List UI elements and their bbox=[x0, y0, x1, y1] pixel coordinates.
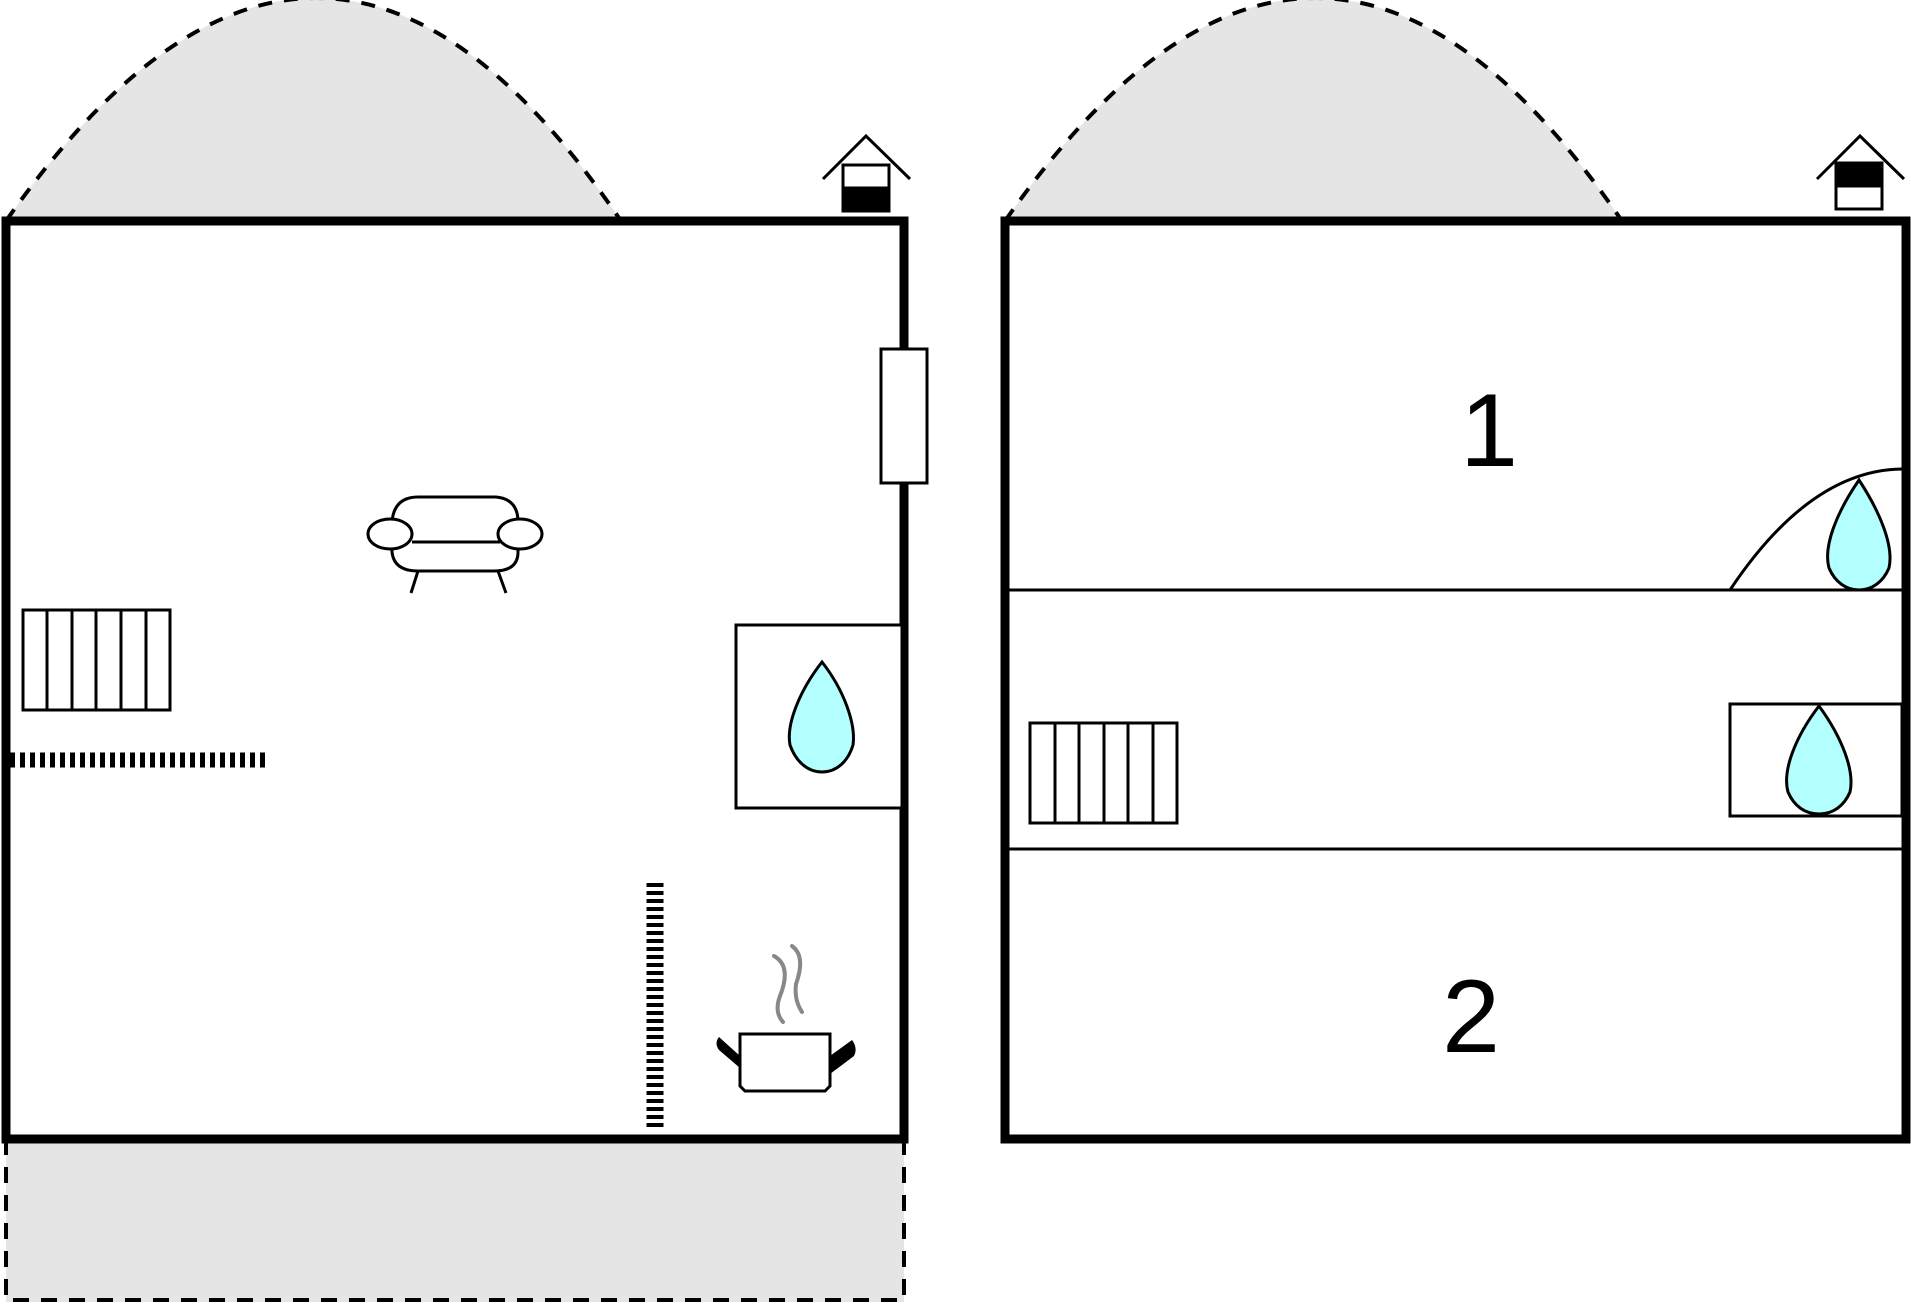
door-arc bbox=[1728, 467, 1903, 591]
house-floor-indicator-icon bbox=[1815, 133, 1906, 211]
house-floor-indicator-icon bbox=[821, 133, 912, 213]
outdoor-area-top-left bbox=[6, 0, 621, 221]
floor-plan-left bbox=[1, 0, 929, 1302]
outdoor-area-top-left-outline bbox=[4, 0, 623, 223]
floor-plan-right: 1 2 bbox=[1000, 0, 1911, 1144]
bathroom-water-drop-icon bbox=[787, 659, 855, 774]
kitchen-pot-icon bbox=[716, 944, 856, 1093]
window bbox=[879, 347, 929, 485]
outdoor-area-bottom-left bbox=[6, 1139, 904, 1302]
bathroom-water-drop-icon bbox=[1785, 703, 1853, 816]
sofa-icon bbox=[366, 495, 544, 594]
room-label-1: 1 bbox=[1460, 373, 1518, 489]
bathroom-water-drop-icon-room1 bbox=[1826, 477, 1892, 592]
outdoor-area-top-right-outline bbox=[1003, 0, 1624, 223]
outer-walls-right bbox=[1000, 216, 1911, 1144]
radiator-icon bbox=[21, 608, 172, 712]
room-label-2: 2 bbox=[1442, 959, 1500, 1075]
outdoor-area-top-right bbox=[1005, 0, 1622, 221]
radiator-icon bbox=[1028, 721, 1179, 825]
